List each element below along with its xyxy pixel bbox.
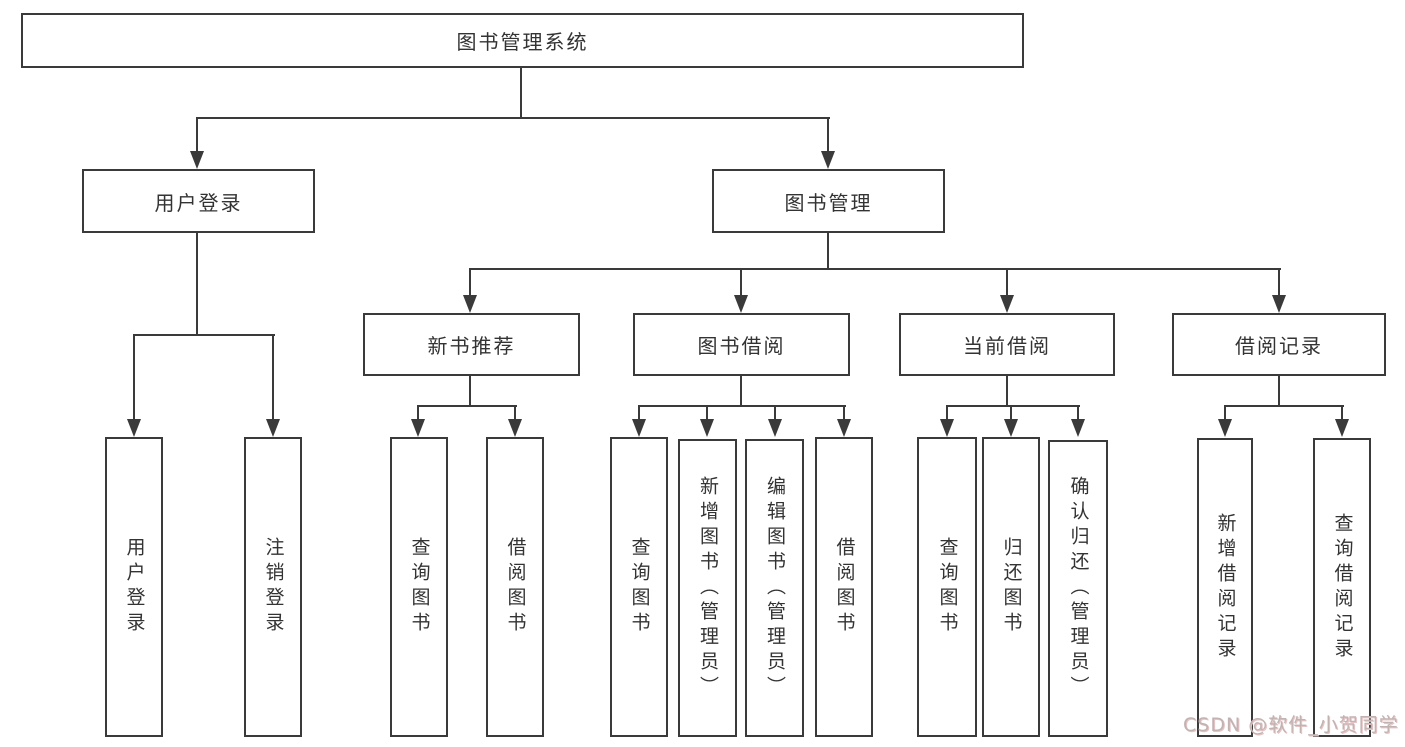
leaf-newbooks-query-label: 查询图书 [408, 537, 431, 637]
arrow-down-icon [1004, 419, 1018, 437]
leaf-newbooks-query: 查询图书 [390, 437, 448, 737]
leaf-user-login-label: 用户登录 [123, 537, 146, 637]
arrow-down-icon [266, 419, 280, 437]
leaf-borrow-borrow: 借阅图书 [815, 437, 873, 737]
leaf-borrow-query-label: 查询图书 [628, 537, 651, 637]
connector-line [196, 233, 198, 336]
connector-line [1010, 405, 1012, 421]
arrow-down-icon [940, 419, 954, 437]
connector-line [133, 334, 135, 421]
leaf-borrow-add-admin: 新增图书（管理员） [678, 439, 737, 737]
leaf-current-return-label: 归还图书 [1000, 537, 1023, 637]
leaf-records-query-label: 查询借阅记录 [1331, 512, 1354, 663]
leaf-records-add-label: 新增借阅记录 [1214, 512, 1237, 663]
connector-line [1006, 376, 1008, 407]
arrow-down-icon [700, 419, 714, 437]
leaf-borrow-edit-admin: 编辑图书（管理员） [745, 439, 804, 737]
connector-line [514, 405, 516, 421]
connector-line [638, 405, 846, 407]
connector-line [469, 268, 1281, 270]
node-book-management-label: 图书管理 [784, 190, 873, 215]
connector-line [827, 233, 829, 270]
leaf-current-confirm-admin-label: 确认归还（管理员） [1067, 476, 1090, 701]
leaf-current-return: 归还图书 [982, 437, 1040, 737]
arrow-down-icon [1335, 419, 1349, 437]
leaf-borrow-edit-admin-label: 编辑图书（管理员） [764, 475, 786, 701]
arrow-down-icon [127, 419, 141, 437]
arrow-down-icon [837, 419, 851, 437]
leaf-logout-label: 注销登录 [262, 537, 285, 637]
connector-line [469, 268, 471, 297]
connector-line [946, 405, 948, 421]
leaf-current-confirm-admin: 确认归还（管理员） [1048, 440, 1108, 737]
connector-line [1224, 405, 1344, 407]
arrow-down-icon [411, 419, 425, 437]
arrow-down-icon [1071, 419, 1085, 437]
node-root-label: 图书管理系统 [456, 30, 589, 54]
leaf-current-query: 查询图书 [917, 437, 977, 737]
node-book-borrowing: 图书借阅 [633, 313, 850, 376]
leaf-current-query-label: 查询图书 [936, 537, 959, 637]
connector-line [272, 334, 274, 421]
connector-line [1278, 376, 1280, 407]
connector-line [706, 405, 708, 421]
leaf-newbooks-borrow-label: 借阅图书 [504, 537, 527, 637]
arrow-down-icon [190, 151, 204, 169]
node-user-login: 用户登录 [82, 169, 315, 233]
arrow-down-icon [463, 295, 477, 313]
connector-line [417, 405, 419, 421]
connector-line [946, 405, 1080, 407]
node-borrow-records-label: 借阅记录 [1235, 334, 1323, 358]
node-book-borrowing-label: 图书借阅 [697, 334, 786, 358]
arrow-down-icon [1000, 295, 1014, 313]
connector-line [740, 376, 742, 407]
arrow-down-icon [508, 419, 522, 437]
leaf-records-add: 新增借阅记录 [1197, 438, 1253, 737]
node-new-book-recommend: 新书推荐 [363, 313, 580, 376]
connector-line [740, 268, 742, 297]
connector-line [774, 405, 776, 421]
connector-line [1006, 268, 1008, 297]
leaf-borrow-query: 查询图书 [610, 437, 668, 737]
connector-line [1224, 405, 1226, 421]
node-user-login-label: 用户登录 [154, 190, 243, 215]
leaf-newbooks-borrow: 借阅图书 [486, 437, 544, 737]
node-book-management: 图书管理 [712, 169, 945, 233]
connector-line [843, 405, 845, 421]
leaf-borrow-borrow-label: 借阅图书 [833, 537, 856, 637]
node-current-borrowing: 当前借阅 [899, 313, 1115, 376]
connector-line [1341, 405, 1343, 421]
arrow-down-icon [1272, 295, 1286, 313]
node-borrow-records: 借阅记录 [1172, 313, 1386, 376]
connector-line [827, 117, 829, 154]
arrow-down-icon [632, 419, 646, 437]
connector-line [638, 405, 640, 421]
arrow-down-icon [734, 295, 748, 313]
connector-line [196, 117, 198, 154]
leaf-logout: 注销登录 [244, 437, 302, 737]
csdn-watermark: CSDN @软件_小贺同学 [1183, 714, 1399, 736]
leaf-records-query: 查询借阅记录 [1313, 438, 1371, 737]
arrow-down-icon [768, 419, 782, 437]
node-new-book-recommend-label: 新书推荐 [427, 334, 516, 358]
arrow-down-icon [1218, 419, 1232, 437]
connector-line [417, 405, 517, 407]
node-root: 图书管理系统 [21, 13, 1024, 68]
node-current-borrowing-label: 当前借阅 [963, 334, 1051, 358]
connector-line [1077, 405, 1079, 421]
connector-line [1278, 268, 1280, 297]
arrow-down-icon [821, 151, 835, 169]
connector-line [520, 66, 522, 119]
connector-line [469, 376, 471, 407]
connector-line [196, 117, 830, 119]
leaf-user-login: 用户登录 [105, 437, 163, 737]
connector-line [133, 334, 275, 336]
leaf-borrow-add-admin-label: 新增图书（管理员） [697, 475, 719, 701]
